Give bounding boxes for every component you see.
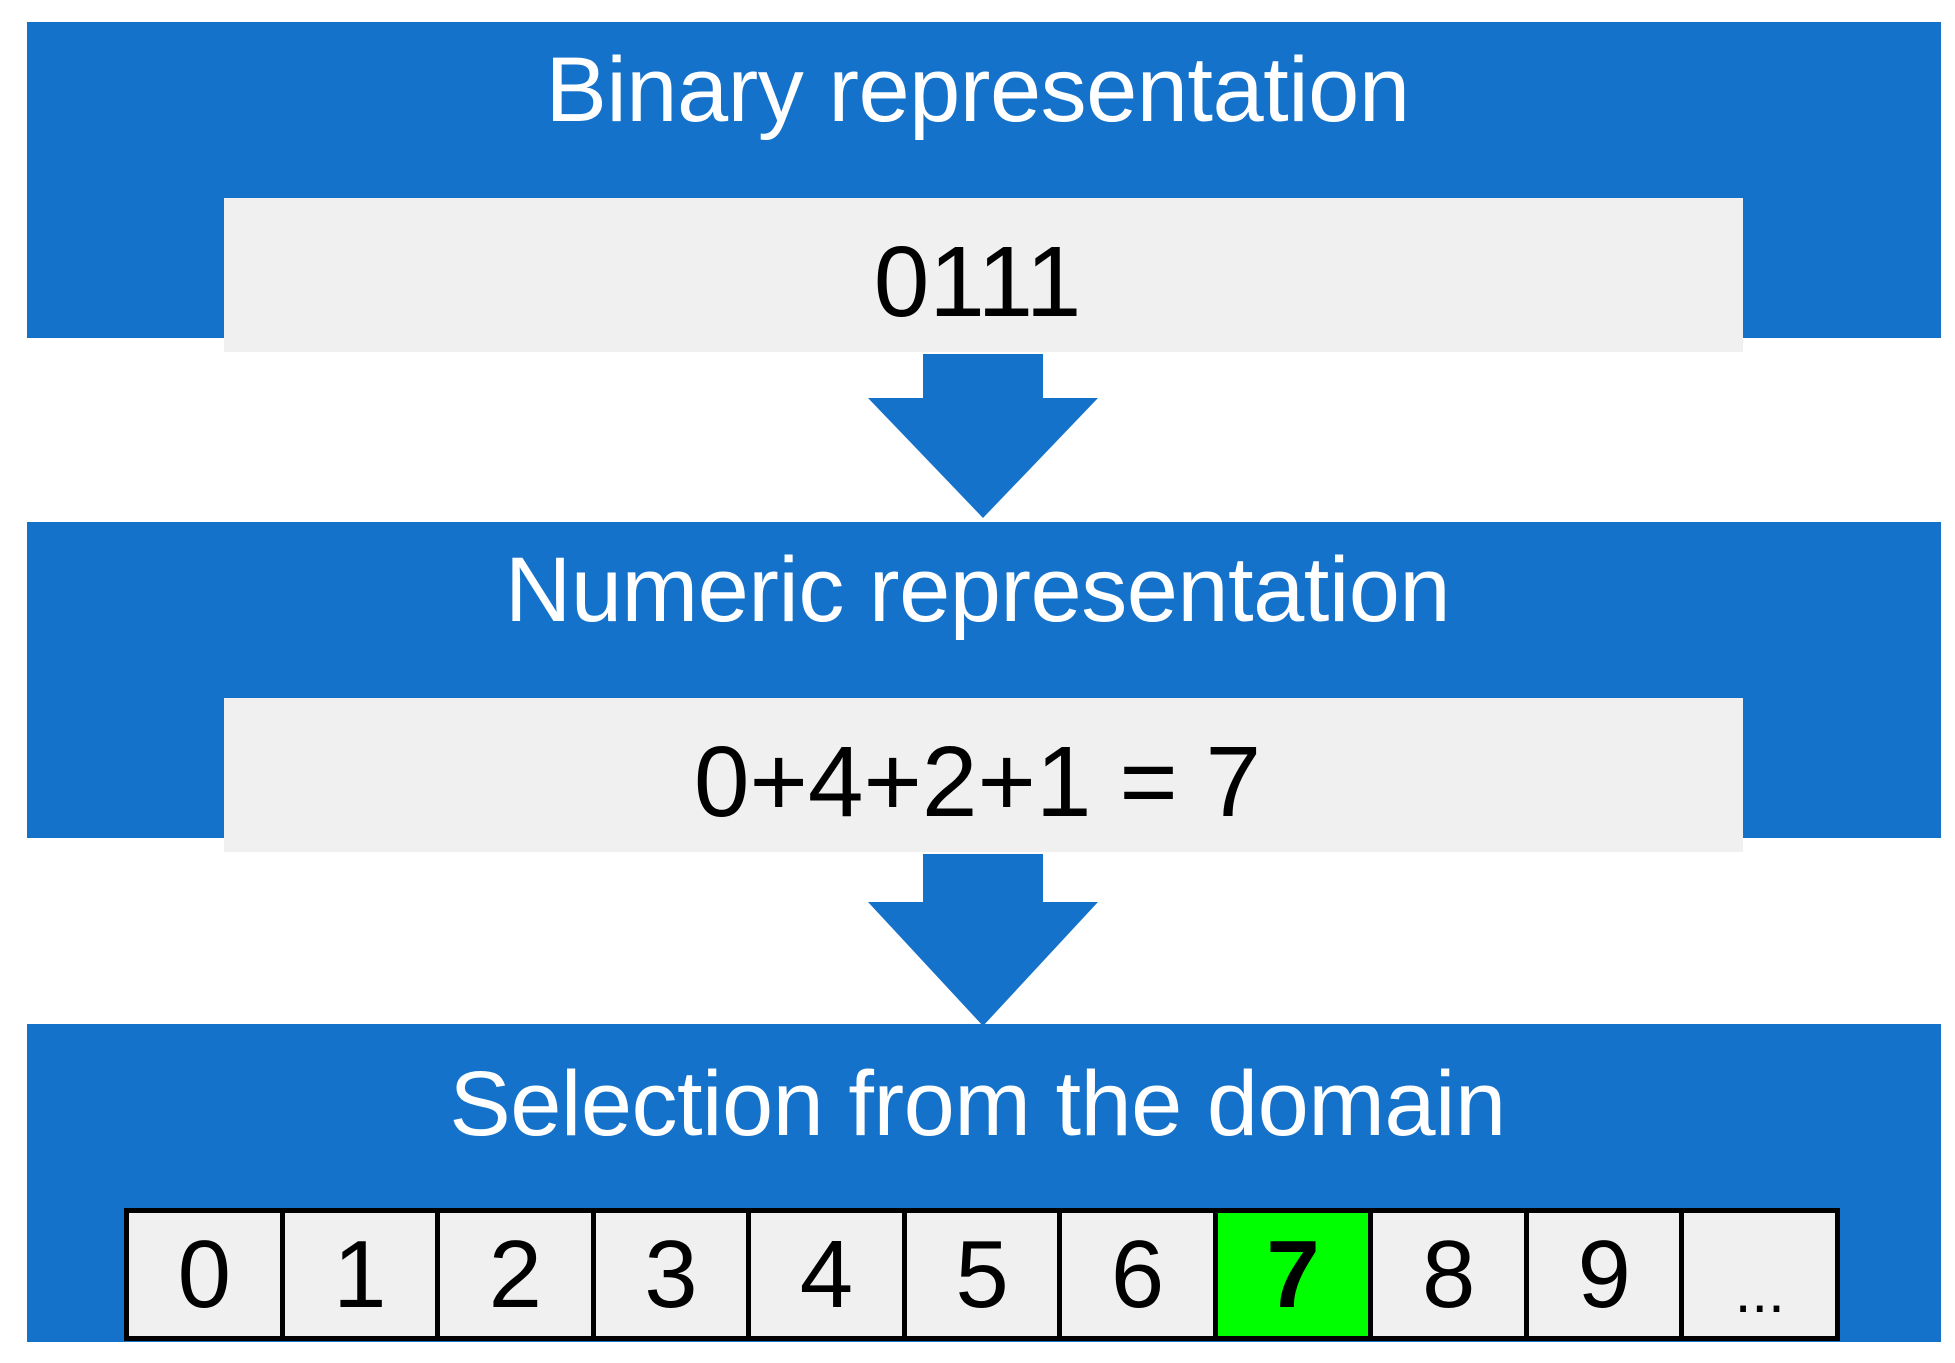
- step-value-binary: 0111: [873, 226, 1082, 338]
- step-title-binary: Binary representation: [545, 39, 1411, 141]
- step-value-box-binary: [224, 198, 1743, 352]
- down-arrow-icon: [868, 854, 1098, 1026]
- domain-cell-ellipsis[interactable]: ...: [1684, 1213, 1836, 1336]
- domain-cell[interactable]: 3: [595, 1213, 747, 1336]
- step-value-numeric: 0+4+2+1 = 7: [693, 726, 1262, 838]
- step-title-selection: Selection from the domain: [449, 1053, 1506, 1155]
- domain-cell[interactable]: 2: [440, 1213, 591, 1336]
- down-arrow-icon: [868, 354, 1098, 518]
- domain-cell[interactable]: 0: [129, 1213, 280, 1336]
- domain-cell[interactable]: 9: [1528, 1213, 1680, 1336]
- domain-table: 0 1 2 3 4 5 6 7 8 9 ...: [124, 1208, 1840, 1341]
- domain-cell[interactable]: 1: [284, 1213, 436, 1336]
- step-title-numeric: Numeric representation: [504, 539, 1451, 641]
- domain-cell-selected[interactable]: 7: [1217, 1213, 1369, 1336]
- step-value-box-numeric: [224, 698, 1743, 852]
- domain-cell[interactable]: 4: [751, 1213, 902, 1336]
- domain-cell[interactable]: 8: [1373, 1213, 1524, 1336]
- domain-cell[interactable]: 5: [906, 1213, 1058, 1336]
- domain-cell[interactable]: 6: [1062, 1213, 1213, 1336]
